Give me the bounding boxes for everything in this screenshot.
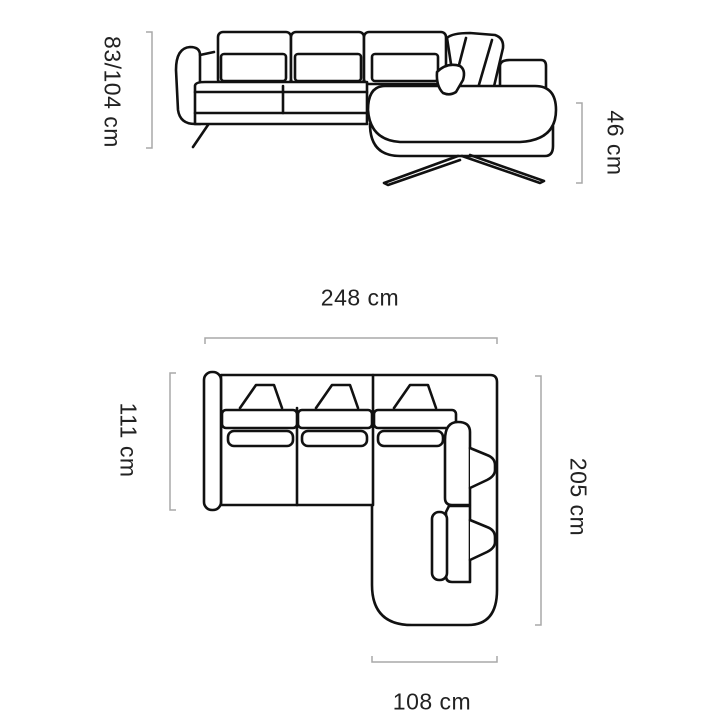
sofa-top-view <box>202 370 499 627</box>
dimension-line-chaise-length <box>535 375 542 626</box>
dimension-line-width <box>204 337 498 344</box>
dimension-line-depth <box>169 372 176 511</box>
depth-label: 111 cm <box>115 402 142 478</box>
dimension-line-height <box>146 31 153 149</box>
total-width-label: 248 cm <box>320 284 400 311</box>
dimension-line-chaise-width <box>371 656 498 663</box>
seat-height-label: 46 cm <box>602 110 629 176</box>
sofa-side-view <box>174 30 558 187</box>
dimension-line-seat-height <box>576 102 583 184</box>
chaise-length-label: 205 cm <box>565 457 592 537</box>
chaise-width-label: 108 cm <box>392 688 472 715</box>
height-label: 83/104 cm <box>99 36 126 148</box>
